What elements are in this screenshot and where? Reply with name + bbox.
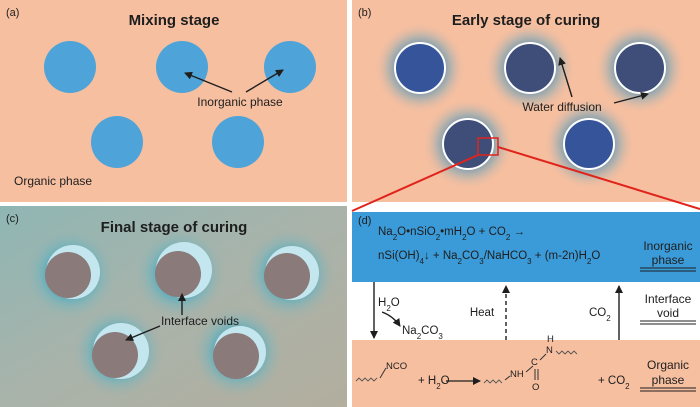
panel-c-title: Final stage of curing [101, 219, 248, 236]
organic-zone-label: phase [652, 373, 685, 387]
bond-line [504, 375, 511, 381]
panel-d-label: (d) [358, 215, 371, 227]
pointer-arrow [125, 325, 161, 342]
panel-a-title: Mixing stage [129, 12, 220, 29]
panel-c-label: (c) [6, 213, 19, 225]
pointer-arrow [184, 71, 233, 93]
inorganic-particle [44, 41, 96, 93]
pointer-arrow [245, 69, 284, 93]
panel-c: (c) Final stage of curing Interface void… [0, 206, 347, 407]
urea-n-label: N [546, 345, 553, 356]
panel-b-title: Early stage of curing [452, 12, 600, 29]
reaction-1-line-1: Na2O•nSiO2•mH2O + CO2 → [378, 226, 525, 242]
inorganic-particle [504, 42, 556, 94]
plus-h2o-label: + H2O [418, 375, 450, 391]
inorganic-particle [156, 41, 208, 93]
inorganic-particle [264, 41, 316, 93]
urea-carbon-label: C [531, 357, 538, 368]
inorganic-particle [91, 116, 143, 168]
inorganic-zone-label: Inorganic [643, 239, 692, 253]
cured-particle [155, 251, 201, 297]
na2co3-label: Na2CO3 [402, 325, 443, 341]
urea-h-label: H [547, 334, 554, 345]
inorganic-particle [442, 118, 494, 170]
panel-b-label: (b) [358, 7, 371, 19]
pointer-arrow [613, 91, 649, 104]
bond-line [539, 353, 547, 361]
callout-line-left [351, 154, 479, 212]
inorganic-zone-label: phase [652, 253, 685, 267]
reaction-1-line-2: nSi(OH)4↓ + Na2CO3/NaHCO3 + (m-2n)H2O [378, 250, 600, 266]
urea-nh-label: NH [510, 369, 524, 380]
cured-particle [92, 332, 138, 378]
urea-oxygen-label: O [532, 382, 539, 393]
organic-zone-label: Organic [647, 358, 689, 372]
cured-particle [45, 252, 91, 298]
inorganic-particle [563, 118, 615, 170]
interface-zone-label: Interface [645, 292, 692, 306]
cured-particle [264, 253, 310, 299]
interface-voids-label: Interface voids [161, 314, 239, 328]
zoom-box [477, 137, 499, 156]
polymer-chain-squiggle [483, 379, 503, 384]
na2co3-arrow [381, 311, 401, 327]
interface-zone-label: void [657, 306, 679, 320]
callout-line-right [497, 146, 700, 210]
bond-line [525, 365, 534, 373]
co2-label: CO2 [589, 307, 611, 323]
pointer-arrow [558, 57, 573, 98]
cured-particle [213, 333, 259, 379]
bond-line [379, 367, 387, 379]
water-diffusion-label: Water diffusion [522, 100, 601, 114]
panel-b: (b) Early stage of curing Water diffusio… [352, 0, 700, 202]
polymer-chain-squiggle [355, 377, 378, 382]
inorganic-band [352, 212, 700, 282]
panel-a-label: (a) [6, 7, 19, 19]
panel-a-background [0, 0, 347, 202]
inorganic-particle [212, 116, 264, 168]
heat-label: Heat [470, 307, 495, 319]
polymer-chain-squiggle [555, 350, 578, 355]
inorganic-phase-label: Inorganic phase [197, 95, 283, 109]
organic-phase-label: Organic phase [14, 174, 92, 188]
panel-d: (d) Na2O•nSiO2•mH2O + CO2 → nSi(OH)4↓ + … [352, 206, 700, 407]
h2o-label: H2O [378, 297, 400, 313]
inorganic-particle [614, 42, 666, 94]
inorganic-particle [394, 42, 446, 94]
nco-label: NCO [386, 361, 407, 372]
organic-band [352, 340, 700, 407]
panel-a: (a) Mixing stage Inorganic phase Organic… [0, 0, 347, 202]
plus-co2-label: + CO2 [598, 375, 630, 391]
